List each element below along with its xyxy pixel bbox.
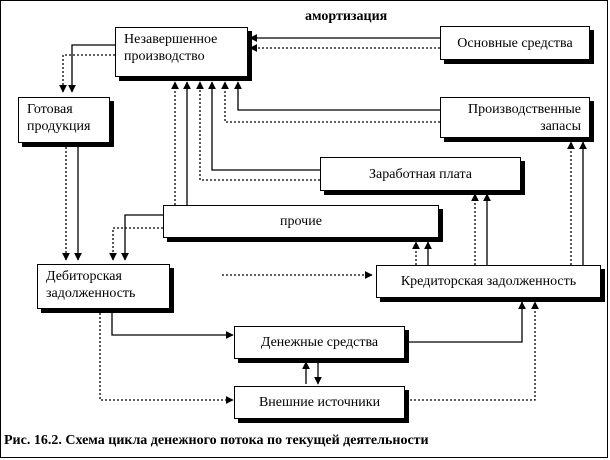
arrow-other-to-receivables-solid <box>121 214 163 261</box>
edge-label-depreciation: амортизация <box>305 9 388 24</box>
arrow-receivables-to-external <box>99 313 234 404</box>
node-fixed-assets: Основные средства <box>440 26 590 60</box>
node-wages: Заработная плата <box>320 157 521 191</box>
node-inventories: Производственные запасы <box>440 97 590 138</box>
figure-caption: Рис. 16.2. Схема цикла денежного потока … <box>4 433 429 448</box>
node-finished-goods: Готовая продукция <box>18 97 110 143</box>
arrow-wages-to-wip-dotted <box>196 81 320 181</box>
node-wip: Незавершенное производство <box>115 27 248 77</box>
arrow-inventories-to-wip-solid <box>234 81 440 111</box>
node-cash: Денежные средства <box>234 326 405 359</box>
arrow-wip-to-finished-dotted <box>59 54 115 93</box>
arrow-cash-to-payables <box>406 301 526 343</box>
node-payables: Кредиторская задолженность <box>376 265 601 298</box>
node-external: Внешние источники <box>234 386 405 419</box>
node-other: прочие <box>163 205 439 238</box>
arrow-external-to-payables <box>406 301 539 401</box>
arrow-wages-to-wip-solid <box>208 81 320 171</box>
arrow-wip-to-finished-solid <box>68 44 115 93</box>
arrow-receivables-to-cash <box>111 313 234 339</box>
node-receivables: Дебиторская задолженность <box>37 264 170 309</box>
arrow-inventories-to-wip-dotted <box>221 81 440 123</box>
arrow-other-to-receivables-dotted <box>109 227 163 261</box>
